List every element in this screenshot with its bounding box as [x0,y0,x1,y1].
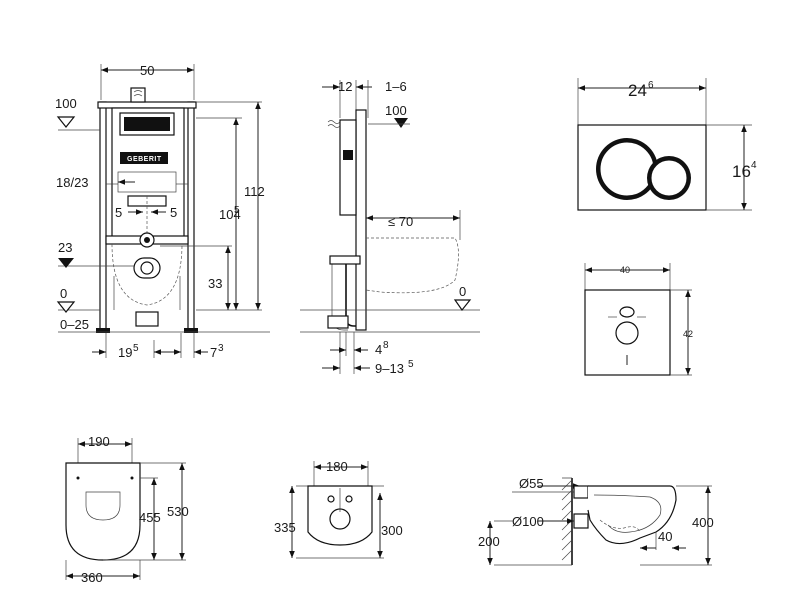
dim-pipe-55: Ø55 [519,476,544,491]
level-0-left: 0 [60,286,67,301]
dim-pipe-100: Ø100 [512,514,544,529]
level-triangle-100 [56,116,76,128]
dim-height-400: 400 [692,515,714,530]
dim-offset-left: 5 [115,205,122,220]
range-9-13-5: 9–13 [375,361,404,376]
svg-text:5: 5 [234,205,240,216]
dim-projection-70: ≤ 70 [388,214,413,229]
side-bowl-body [587,485,677,545]
range-1-6: 1–6 [385,79,407,94]
dim-plate-width: 24 [628,81,647,100]
svg-text:6: 6 [648,80,654,91]
bowl-side-section: Ø55 Ø100 200 40 400 [478,476,714,566]
dim-height-33: 33 [208,276,222,291]
level-100-side: 100 [385,103,407,118]
dim-frame-width: 50 [140,63,154,78]
dim-height-104-5: 104 [219,207,241,222]
dim-bowl-length: 530 [167,504,189,519]
dim-span-19-5: 19 [118,345,132,360]
level-100-left: 100 [55,96,77,111]
dim-offset-right: 5 [170,205,177,220]
cover-plate: 40 42 [584,263,693,376]
side-frame [355,109,367,331]
flush-plate: 24 6 16 4 [577,78,757,211]
dim-bowl-top-width: 190 [88,434,110,449]
side-bowl-outline [365,237,459,294]
dim-rear-height-335: 335 [274,520,296,535]
dim-cover-width: 40 [620,265,630,275]
geberit-logo [120,152,168,164]
level-0-side: 0 [459,284,466,299]
bowl-rear-view: 180 335 300 [274,459,403,559]
svg-text:3: 3 [218,343,224,354]
svg-text:5: 5 [133,343,139,354]
dim-rear-width: 180 [326,459,348,474]
dim-bowl-inner-length: 455 [139,510,161,525]
dim-opening: 18/23 [56,175,89,190]
dim-cover-height: 42 [683,329,693,339]
dim-plate-height: 16 [732,162,751,181]
frame-post-right [187,101,195,331]
dim-height-112: 112 [244,184,265,199]
svg-text:GEBERIT: GEBERIT [127,156,162,163]
dim-outlet-40: 40 [658,529,672,544]
svg-text:4: 4 [751,160,757,171]
dim-rear-height-300: 300 [381,523,403,538]
svg-text:5: 5 [408,359,414,370]
side-cistern [339,119,357,216]
dim-depth-12: 12 [338,79,352,94]
level-23: 23 [58,240,72,255]
frame-post-left [99,101,107,331]
frame-front-view: 50 GEBERIT 18/23 5 5 [55,63,270,360]
range-0-25: 0–25 [60,317,89,332]
dim-span-7-3: 7 [210,345,217,360]
dim-bowl-width: 360 [81,570,103,585]
bowl-top-view: 190 455 530 360 [65,434,189,585]
svg-text:8: 8 [383,340,389,351]
dim-depth-4-8: 4 [375,342,382,357]
side-view: 12 1–6 100 ≤ 70 0 4 8 9–13 [300,79,480,376]
dim-floor-200: 200 [478,534,500,549]
